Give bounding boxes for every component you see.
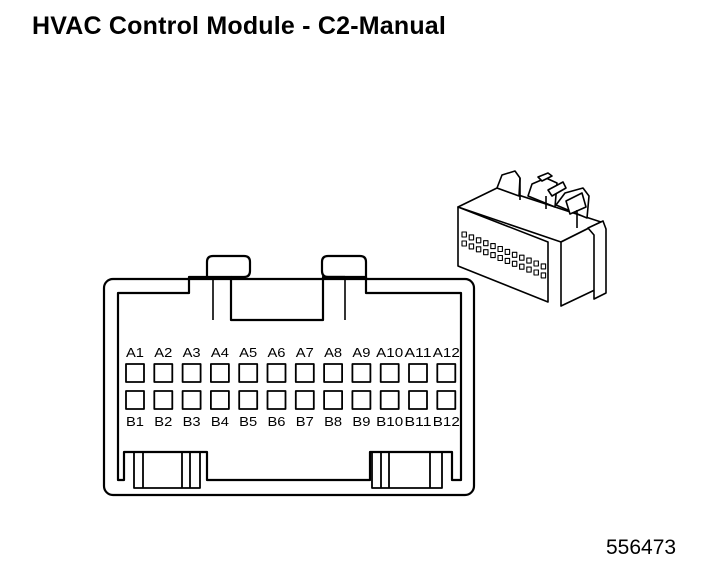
iso-cavity (497, 245, 503, 253)
iso-cavity (540, 272, 547, 279)
pin-cavity-b5 (238, 390, 259, 410)
pin-cavity-a11 (408, 363, 428, 383)
iso-cavity (483, 249, 489, 256)
pin-label-b11: B11 (405, 414, 432, 429)
iso-cavity (511, 260, 518, 267)
iso-cavity (490, 243, 496, 250)
pin-label-b2: B2 (154, 414, 172, 429)
iso-cavity (461, 231, 467, 238)
pin-cavity-b4 (209, 390, 230, 410)
pin-label-b5: B5 (239, 414, 257, 429)
iso-cavity (468, 234, 475, 241)
iso-cavity (511, 251, 518, 258)
iso-cavity (504, 257, 511, 264)
iso-cavity (497, 254, 503, 262)
connector-isometric-view (457, 170, 607, 307)
pin-label-b1: B1 (126, 414, 144, 429)
iso-cavity (490, 252, 496, 259)
iso-cavity (540, 263, 547, 270)
pin-label-a8: A8 (324, 345, 342, 360)
pin-cavity-a8 (323, 363, 344, 383)
pin-label-a2: A2 (154, 345, 172, 360)
iso-cavity (504, 248, 511, 255)
pin-cavity-b11 (408, 390, 428, 410)
pin-cavity-a1 (125, 363, 145, 383)
pin-cavity-a2 (153, 363, 174, 383)
bottom-right-key-slot (371, 451, 443, 489)
pin-label-a4: A4 (211, 345, 229, 360)
pin-cavity-b9 (351, 390, 372, 410)
pin-cavity-a5 (238, 363, 259, 383)
pin-label-b6: B6 (268, 414, 286, 429)
bottom-left-key-slot (133, 451, 201, 489)
figure-number: 556473 (606, 536, 677, 559)
diagram-title: HVAC Control Module - C2-Manual (32, 12, 447, 40)
connector-outer-body (102, 277, 476, 497)
pin-cavity-b2 (153, 390, 174, 410)
iso-cavity (526, 266, 532, 273)
iso-cavity (533, 269, 539, 276)
pin-label-b9: B9 (352, 414, 370, 429)
isometric-pin-cavities (461, 231, 547, 279)
pin-label-b3: B3 (183, 414, 201, 429)
iso-cavity (483, 240, 489, 247)
pin-label-b7: B7 (296, 414, 314, 429)
pin-label-a9: A9 (352, 345, 370, 360)
pin-cavity-b1 (125, 390, 145, 410)
pin-cavity-a7 (294, 363, 315, 383)
pin-label-a7: A7 (296, 345, 314, 360)
iso-cavity (526, 257, 532, 264)
iso-cavity (533, 260, 539, 267)
pin-label-a10: A10 (376, 345, 403, 360)
pin-cavity-b7 (294, 390, 315, 410)
pin-label-a1: A1 (126, 345, 144, 360)
pin-cavity-b6 (266, 390, 287, 410)
iso-cavity (519, 254, 525, 261)
iso-cavity (468, 243, 475, 250)
pin-cavity-a4 (209, 363, 230, 383)
pin-cavity-a3 (181, 363, 202, 383)
connector-face (102, 254, 476, 497)
pin-cavity-b12 (436, 390, 457, 410)
iso-cavity (475, 237, 482, 244)
pin-cavity-b3 (181, 390, 202, 410)
pin-cavity-a6 (266, 363, 287, 383)
pin-cavity-a9 (351, 363, 372, 383)
pin-label-a12: A12 (433, 345, 460, 360)
pin-cavity-b10 (379, 390, 400, 410)
pin-cavity-b8 (323, 390, 344, 410)
pin-label-b10: B10 (376, 414, 403, 429)
pin-label-b4: B4 (211, 414, 229, 429)
iso-cavity (461, 240, 467, 247)
iso-cavity (475, 246, 482, 253)
pin-cavities (125, 363, 457, 410)
iso-cavity (519, 263, 525, 270)
pin-label-a11: A11 (405, 345, 432, 360)
right-latch-tab (320, 254, 368, 279)
left-latch-tab (205, 254, 252, 279)
pin-cavity-a10 (379, 363, 400, 383)
pin-label-a5: A5 (239, 345, 257, 360)
pin-label-a3: A3 (183, 345, 201, 360)
pin-label-a6: A6 (268, 345, 286, 360)
pin-label-b12: B12 (433, 414, 460, 429)
pin-cavity-a12 (436, 363, 457, 383)
pin-label-b8: B8 (324, 414, 342, 429)
